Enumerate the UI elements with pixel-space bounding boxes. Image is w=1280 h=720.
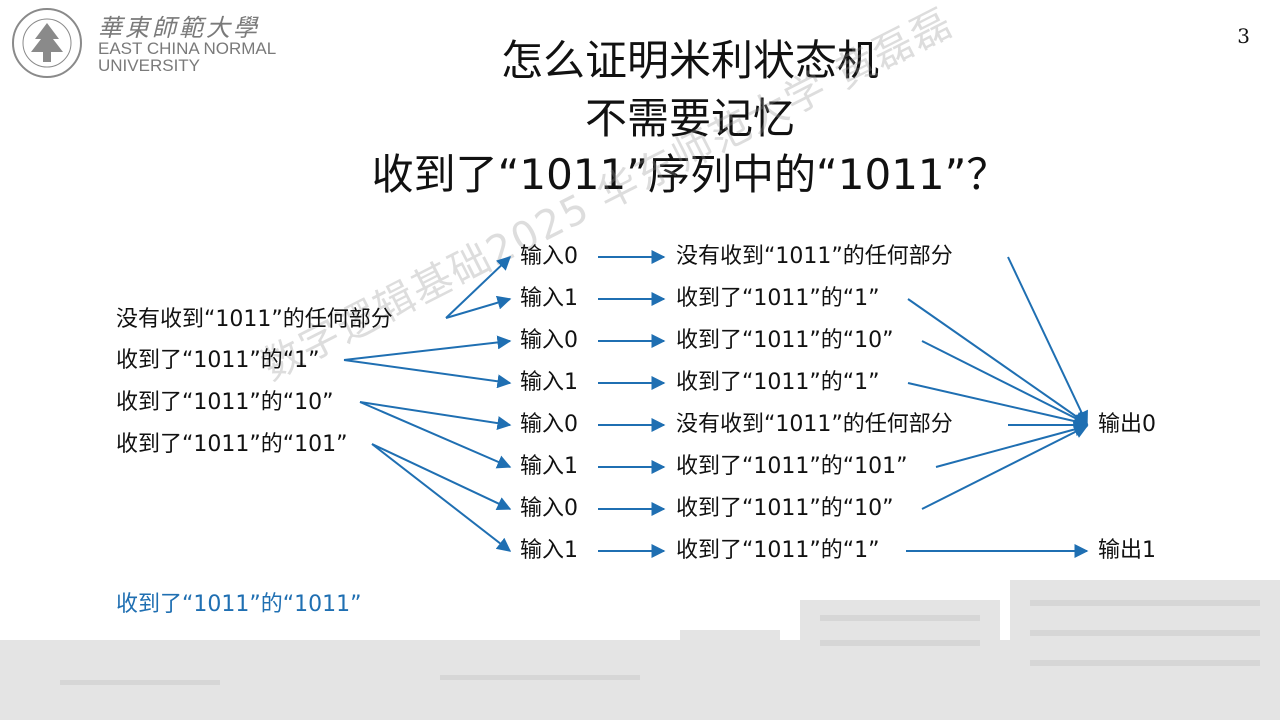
logo-english-line2: UNIVERSITY xyxy=(98,56,201,75)
logo-english-line1: EAST CHINA NORMAL xyxy=(98,39,277,58)
arrow xyxy=(921,425,1089,510)
next-state: 收到了“1011”的“10” xyxy=(676,328,894,353)
input-label: 输入1 xyxy=(520,538,578,563)
input-label: 输入0 xyxy=(520,328,578,353)
next-state: 没有收到“1011”的任何部分 xyxy=(676,244,953,269)
arrow xyxy=(921,340,1089,425)
logo-chinese-name: 華東師範大學 xyxy=(98,14,260,42)
input-label: 输入0 xyxy=(520,412,578,437)
arrow xyxy=(907,298,1089,425)
arrow xyxy=(445,295,512,319)
next-state: 收到了“1011”的“1” xyxy=(676,286,880,311)
left-state-1: 收到了“1011”的“1” xyxy=(116,348,320,373)
next-state: 收到了“1011”的“101” xyxy=(676,454,908,479)
arrow xyxy=(343,359,512,389)
arrow xyxy=(371,443,512,510)
arrow xyxy=(445,256,512,319)
arrow xyxy=(359,401,512,431)
arrow xyxy=(935,422,1089,468)
output-0: 输出0 xyxy=(1098,412,1156,437)
footer-note: 收到了“1011”的“1011” xyxy=(116,592,362,617)
input-label: 输入1 xyxy=(520,454,578,479)
input-label: 输入1 xyxy=(520,286,578,311)
input-label: 输入0 xyxy=(520,496,578,521)
arrow xyxy=(907,382,1089,429)
next-state: 没有收到“1011”的任何部分 xyxy=(676,412,953,437)
output-1: 输出1 xyxy=(1098,538,1156,563)
university-seal-icon xyxy=(12,8,82,78)
next-state: 收到了“1011”的“1” xyxy=(676,370,880,395)
arrow xyxy=(359,401,512,469)
left-state-none: 没有收到“1011”的任何部分 xyxy=(116,307,393,332)
arrow xyxy=(343,335,512,361)
input-label: 输入1 xyxy=(520,370,578,395)
input-label: 输入0 xyxy=(520,244,578,269)
next-state: 收到了“1011”的“10” xyxy=(676,496,894,521)
page-number: 3 xyxy=(1237,24,1250,48)
left-state-10: 收到了“1011”的“10” xyxy=(116,390,334,415)
title-line-3: 收到了“1011”序列中的“1011”？ xyxy=(371,150,1009,199)
arrow xyxy=(1007,256,1088,426)
next-state: 收到了“1011”的“1” xyxy=(676,538,880,563)
left-state-101: 收到了“1011”的“101” xyxy=(116,432,348,457)
arrow xyxy=(371,443,512,552)
title-line-1: 怎么证明米利状态机 xyxy=(500,36,879,85)
title-line-2: 不需要记忆 xyxy=(584,94,795,143)
